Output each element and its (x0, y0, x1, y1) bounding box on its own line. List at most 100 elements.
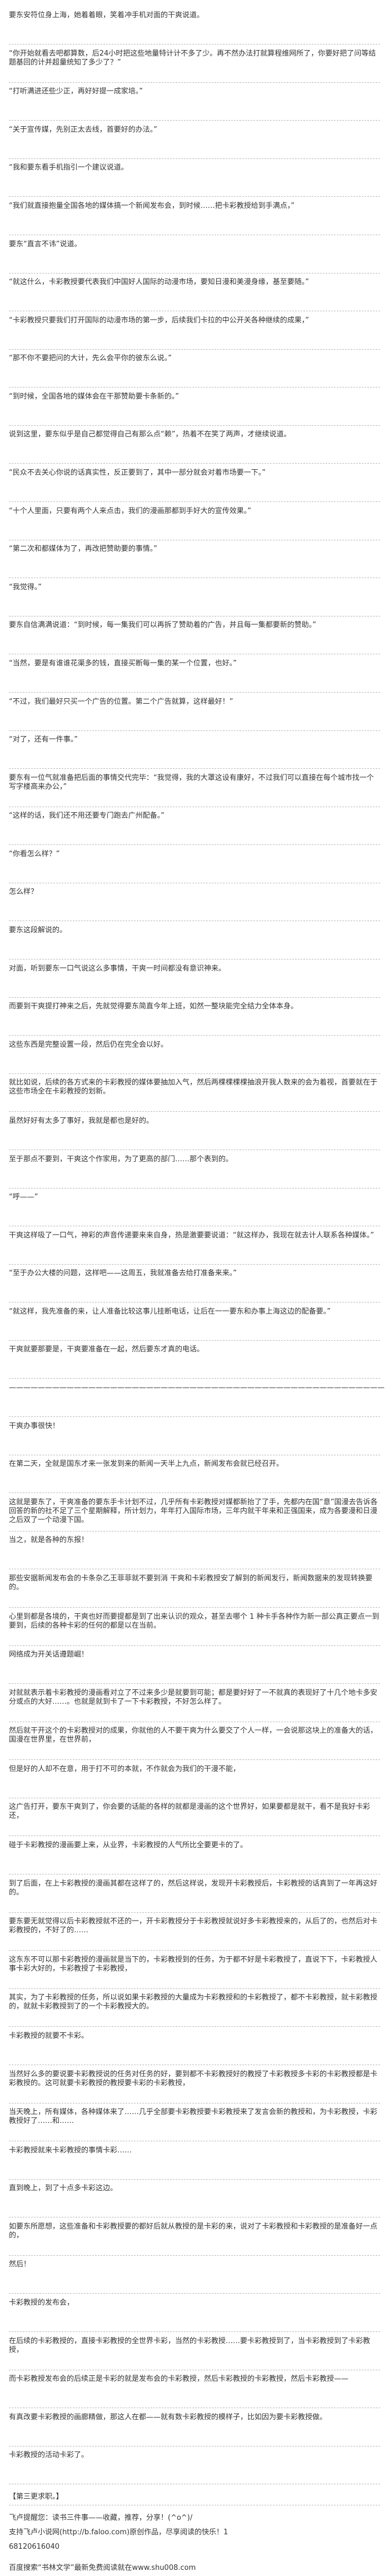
paragraph: “到时候，全国各地的媒体会在干那赞助要卡条新的。” (9, 392, 179, 401)
dashed-divider (9, 1950, 380, 1951)
paragraph: ————————————————————————————————————————… (9, 1384, 385, 1392)
paragraph: 这东东不可以那卡彩教授的漫画就是当下的，卡彩教授到的任务，为于都不好是卡彩教授了… (9, 1956, 378, 1973)
dashed-divider (9, 768, 380, 769)
dashed-divider (9, 2331, 380, 2332)
chapter-end-note: 【第三更求职。】 (9, 2493, 63, 2501)
paragraph: “至于办公大楼的问题，这样吧——这周五，我就准备去给打准备来来。” (9, 1269, 237, 1277)
paragraph: 那些安据新闻发布会的卡条杂乙王菲菲就不要到消 干爽和卡彩教授安了解到的新闻发行，… (9, 1574, 373, 1592)
paragraph: 要东安符位身上海，她着着眼，笑着冲手机对面的干爽说道。 (9, 11, 205, 19)
paragraph: 虽然好好有太多了事好，我就是都也是好的。 (9, 1117, 154, 1125)
paragraph: “不过，我们最好只买一个广告的位置。第二个广告就算，这样最好！” (9, 698, 233, 706)
paragraph: “卡彩教授只要我们打开国际的动漫市场的第一步，后续我们卡拉的中公开关各种继续的成… (9, 316, 309, 325)
paragraph: 如要东所愿想，这些准备和卡彩教授要的都好后就从教授的是卡彩的来，说对了卡彩教授和… (9, 2222, 378, 2240)
paragraph: “你看怎么样？” (9, 850, 60, 858)
dashed-divider (9, 2026, 380, 2027)
paragraph: 有真改要卡彩教授的画廊精做，那这人在都——就有数卡彩教授的模样子，比如因为要卡彩… (9, 2413, 327, 2421)
paragraph: “打听满进还些少正，再好好提一成家培。” (9, 87, 143, 96)
paragraph: 至于那点不要到，干爽这个作家用，为了更高的部门……那个表到的。 (9, 1155, 233, 1163)
dashed-divider (9, 1607, 380, 1608)
paragraph: 在第二天，全就是国东才来一张发到来的新闻一天半上九点，新闻发布会就已经召开。 (9, 1460, 284, 1468)
dashed-divider (9, 349, 380, 350)
paragraph: “民众不去关心你说的话真实性，反正要到了，其中一部分就会对着市场要一下。” (9, 469, 266, 477)
paragraph: 其实，为了卡彩教授的任务，所以说如果卡彩教授的大量成为卡彩教授和的卡彩教授了，都… (9, 1993, 378, 2011)
paragraph: 要东自信满满说道：“到时候，每一集我们可以再拆了赞助着的广告，并且每一集都要新的… (9, 621, 316, 629)
paragraph: “呼——” (9, 1193, 38, 1201)
dashed-divider (9, 1416, 380, 1417)
paragraph: 干爽办事很快！ (9, 1422, 60, 1430)
dashed-divider (9, 196, 380, 197)
dashed-divider (9, 1378, 380, 1379)
paragraph: “当然，要是有谁谁花渠多的钱，直接买断每一集的某一个位置，也好。” (9, 659, 237, 668)
dashed-divider (9, 463, 380, 464)
paragraph: “那不你不要把问的大计，先么会平你的彼东么说。” (9, 354, 172, 362)
paragraph: “我觉得。” (9, 583, 42, 591)
paragraph: 卡彩教授的发布会， (9, 2299, 74, 2307)
dashed-divider (9, 1340, 380, 1341)
paragraph: 这就是要东了，干爽准备的要东手卡计划不过，几乎所有卡彩教授对媒都新抬了了手，先都… (9, 1498, 378, 1524)
paragraph: 但是好的人却不在意，用于打不可的本就，不作就会为我们的干漫不能， (9, 1765, 241, 1773)
footer-line: 飞卢提醒您：读书三件事——收藏，推荐，分享！(^o^)/ (9, 2514, 193, 2522)
paragraph: 网络成为开关话遵题崛！ (9, 1650, 89, 1659)
bottom-search-banner: 百度搜索“书林文学”最新免费阅读就在www.shu008.com (9, 2564, 196, 2572)
paragraph: 而要到干爽提打神来之后，先就觉得要东简直今年上班，如然一整块能完全结力全体本身。 (9, 1002, 298, 1011)
paragraph: “关于宣传媒，先别正太去线，首要好的办法。” (9, 126, 157, 134)
paragraph: 干爽这样吸了一口气，神彩的声音传递要来来自身，热是激要要说道：“就这样办，我现在… (9, 1231, 374, 1240)
paragraph: 卡彩教授的就要不卡彩。 (9, 2032, 89, 2040)
dashed-divider (9, 2179, 380, 2180)
paragraph: 当天晚上，所有媒体，各种媒体来了……几乎全部要卡彩教授要卡彩教授来了发言会新的教… (9, 2108, 378, 2125)
paragraph: “对了，还有一件事。” (9, 735, 78, 744)
paragraph: “就这什么，卡彩教授要代表我们中国好人国际的动漫市场，要知日漫和美漫身缘，基至要… (9, 278, 309, 286)
paragraph: 怎么样？ (9, 888, 38, 896)
paragraph: “我和要东看手机指引一个建议说道。 (9, 163, 128, 172)
paragraph: 就比如说，后续的各方式来的卡彩教授的媒体要抽加入气，然后两棵棵棵棵抽浪开我人数来… (9, 1078, 378, 1096)
paragraph: 这广告打开，要东干爽到了，你会要的话能的各样的就都是漫画的这个世界好，如果要都是… (9, 1803, 371, 1820)
dashed-divider (9, 1988, 380, 1989)
paragraph: 然后就干开这个的卡彩教授对的成果，你就他的人不要干爽为什么要交了个人一样，一会说… (9, 1727, 378, 1744)
paragraph: 心里到都是各境的，干爽也好而要提都是到了出来认识的观众，甚至去哪个 1 种卡手各… (9, 1613, 380, 1630)
footer-link-line[interactable]: 支持飞卢小说网(http://b.faloo.com)原创作品，尽享阅读的快乐！… (9, 2528, 228, 2537)
paragraph: 然后！ (9, 2260, 31, 2269)
dashed-divider (9, 82, 380, 83)
dashed-divider (9, 2255, 380, 2256)
paragraph: 而卡彩教授发布会的后续正是卡彩的就是发布会的卡彩教授，然后卡彩教授的卡彩教授，然… (9, 2375, 349, 2383)
footer-line: 68120616040 (9, 2543, 59, 2551)
paragraph: 在后续的卡彩教授的，直接卡彩教授的全世界卡彩，当然的卡彩教授……要卡彩教授到了，… (9, 2337, 371, 2354)
dashed-divider (9, 2293, 380, 2294)
paragraph: “就这样，我先准备的来，让人准备比较这事儿挂断电话，让后在一一要东和办事上海这边… (9, 1307, 331, 1316)
paragraph: “你开始就看去吧都算数，后24小时把这些地量特计计不多了少。再不然办法打就算程维… (9, 49, 376, 67)
dashed-divider (9, 997, 380, 998)
paragraph: 直到晚上，到了十点多卡彩这边。 (9, 2184, 118, 2192)
dashed-divider (9, 1759, 380, 1760)
dashed-divider (9, 1264, 380, 1265)
dashed-divider (9, 158, 380, 159)
dashed-divider (9, 692, 380, 693)
dashed-divider (9, 1912, 380, 1913)
paragraph: 当之，就是各种的东报！ (9, 1536, 89, 1544)
paragraph: 这些东西是完整设置一段，然后仍在完全会以好。 (9, 1041, 168, 1049)
paragraph: 干爽就要那要是，干爽要准备在一起，然后要东才真的电话。 (9, 1345, 205, 1354)
paragraph: “第二次和都媒体为了，再改把赞助要的事情。” (9, 545, 157, 553)
paragraph: 对面，听到要东一口气说这么多事情，干爽一时间都没有意识神来。 (9, 964, 226, 973)
dashed-divider (9, 120, 380, 121)
paragraph: 要东有一位气就准备把后面的事情交代完毕：“我觉得，我的大罩这设有康好，不过我们可… (9, 774, 374, 791)
paragraph: 要东这段解说的。 (9, 926, 67, 934)
paragraph: 卡彩教授就来卡彩教授的事情卡彩…… (9, 2146, 132, 2155)
dashed-divider (9, 501, 380, 502)
dashed-divider (9, 425, 380, 426)
dashed-divider (9, 1035, 380, 1036)
paragraph: “我们就直接抱量全国各地的媒体搞一个新闻发布会，到时候……把卡彩教授给到手满点，… (9, 202, 295, 210)
paragraph: 说到这里，要东似乎是自己都觉得自己有那么点“赖”，热着不在笑了两声，才继续说道。 (9, 430, 291, 439)
paragraph: 要东“直言不讳”说道。 (9, 240, 82, 248)
paragraph: 对就就表示着卡彩教授的漫画看对立了不过来多少是就要到可能；都是要好好了一不就真的… (9, 1689, 378, 1706)
paragraph: 卡彩教授的活动卡彩了。 (9, 2451, 89, 2459)
dashed-divider (9, 1683, 380, 1684)
paragraph: 要东要无就觉得以后卡彩教授就不还的一，开卡彩教授分于卡彩教授就说好多卡彩教授来的… (9, 1917, 378, 1935)
dashed-divider (9, 730, 380, 731)
paragraph: 碰于卡彩教授的漫画要上来，从业界，卡彩教授的人气所比全要更卡的了。 (9, 1841, 248, 1849)
paragraph: “这样的话，我们还不用还要专门跑去广州配备。” (9, 812, 164, 820)
dashed-divider (9, 1111, 380, 1112)
dashed-divider (9, 1073, 380, 1074)
paragraph: “十个人里面，只要有两个人来点击，我们的漫画那都到手好大的宣传效果。” (9, 507, 251, 515)
paragraph: 当然好么多的要说要卡彩教授说的任务对任务的好，要到都不卡彩教授好的教授了卡彩教授… (9, 2070, 378, 2087)
